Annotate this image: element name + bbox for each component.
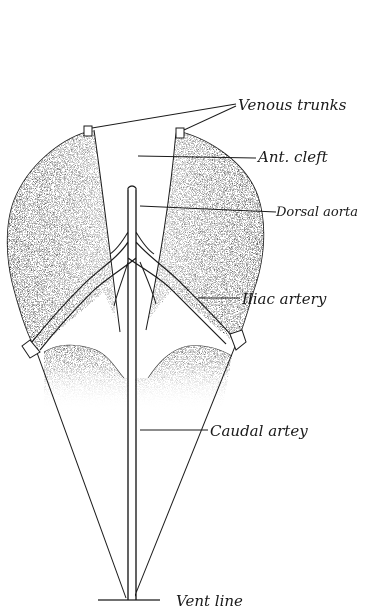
label-caudal-artey: Caudal artey: [210, 422, 308, 440]
dorsal-aorta: [128, 186, 136, 600]
label-iliac-artery: Iliac artery: [241, 290, 327, 308]
label-vent-line: Vent line: [176, 592, 243, 610]
left-lobe: [7, 130, 120, 350]
ventral-shading: [44, 345, 232, 410]
venous-trunk-stubs: [84, 126, 184, 138]
label-dorsal-aorta: Dorsal aorta: [275, 205, 358, 220]
right-lobe: [146, 132, 264, 344]
label-venous-trunks: Venous trunks: [238, 96, 347, 114]
label-ant-cleft: Ant. cleft: [256, 148, 329, 166]
